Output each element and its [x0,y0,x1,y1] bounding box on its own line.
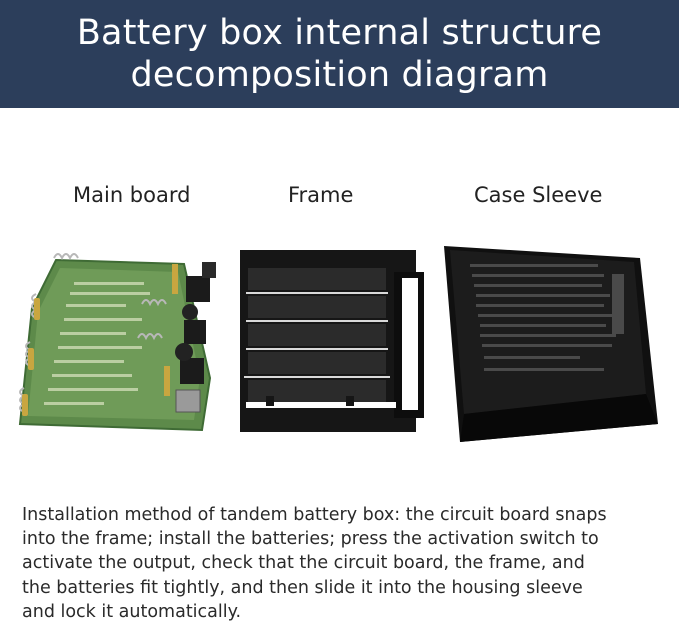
main-board-label: Main board [73,183,191,207]
case-sleeve-label: Case Sleeve [474,183,603,207]
title-line-1: Battery box internal structure [76,13,603,53]
description-line: into the frame; install the batteries; p… [22,529,599,550]
description-line: activate the output, check that the circ… [22,553,585,574]
title-line-2: decomposition diagram [130,55,549,95]
description-line: the batteries fit tightly, and then slid… [22,577,583,598]
installation-description: Installation method of tandem battery bo… [22,503,667,624]
case-sleeve-image [444,246,658,442]
frame-image [240,250,424,432]
frame-label: Frame [288,183,354,207]
title-banner: Battery box internal structure decomposi… [0,0,679,108]
main-board-image [18,253,216,432]
description-line: and lock it automatically. [22,601,242,622]
description-line: Installation method of tandem battery bo… [22,505,607,525]
